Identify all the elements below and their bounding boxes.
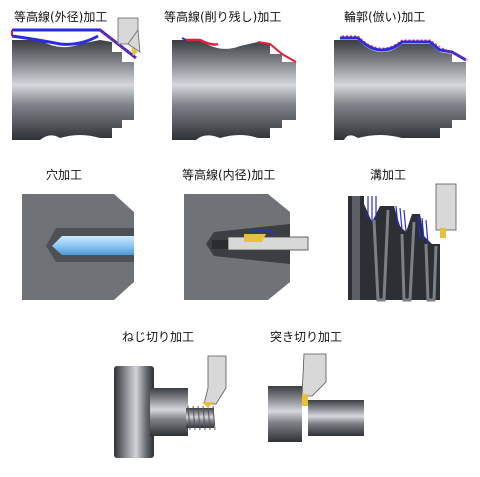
cutoff-icon [268,353,364,442]
drilling-icon [22,194,134,300]
threading-icon [114,355,227,458]
inner-turning-icon [184,194,309,300]
grooving-icon [348,183,457,302]
outer-turning-icon [11,17,141,140]
label-contour-following: 輪郭(倣い)加工 [344,10,426,24]
label-threading: ねじ切り加工 [122,330,195,344]
label-inner-turning: 等高線(内径)加工 [182,168,276,182]
label-cutoff: 突き切り加工 [270,330,343,344]
label-outer-turning: 等高線(外径)加工 [14,10,108,24]
contour-following-icon [334,35,469,140]
rest-machining-icon [172,37,297,140]
label-drilling: 穴加工 [46,168,83,182]
label-grooving: 溝加工 [370,168,407,182]
label-rest-machining: 等高線(削り残し)加工 [164,10,282,24]
